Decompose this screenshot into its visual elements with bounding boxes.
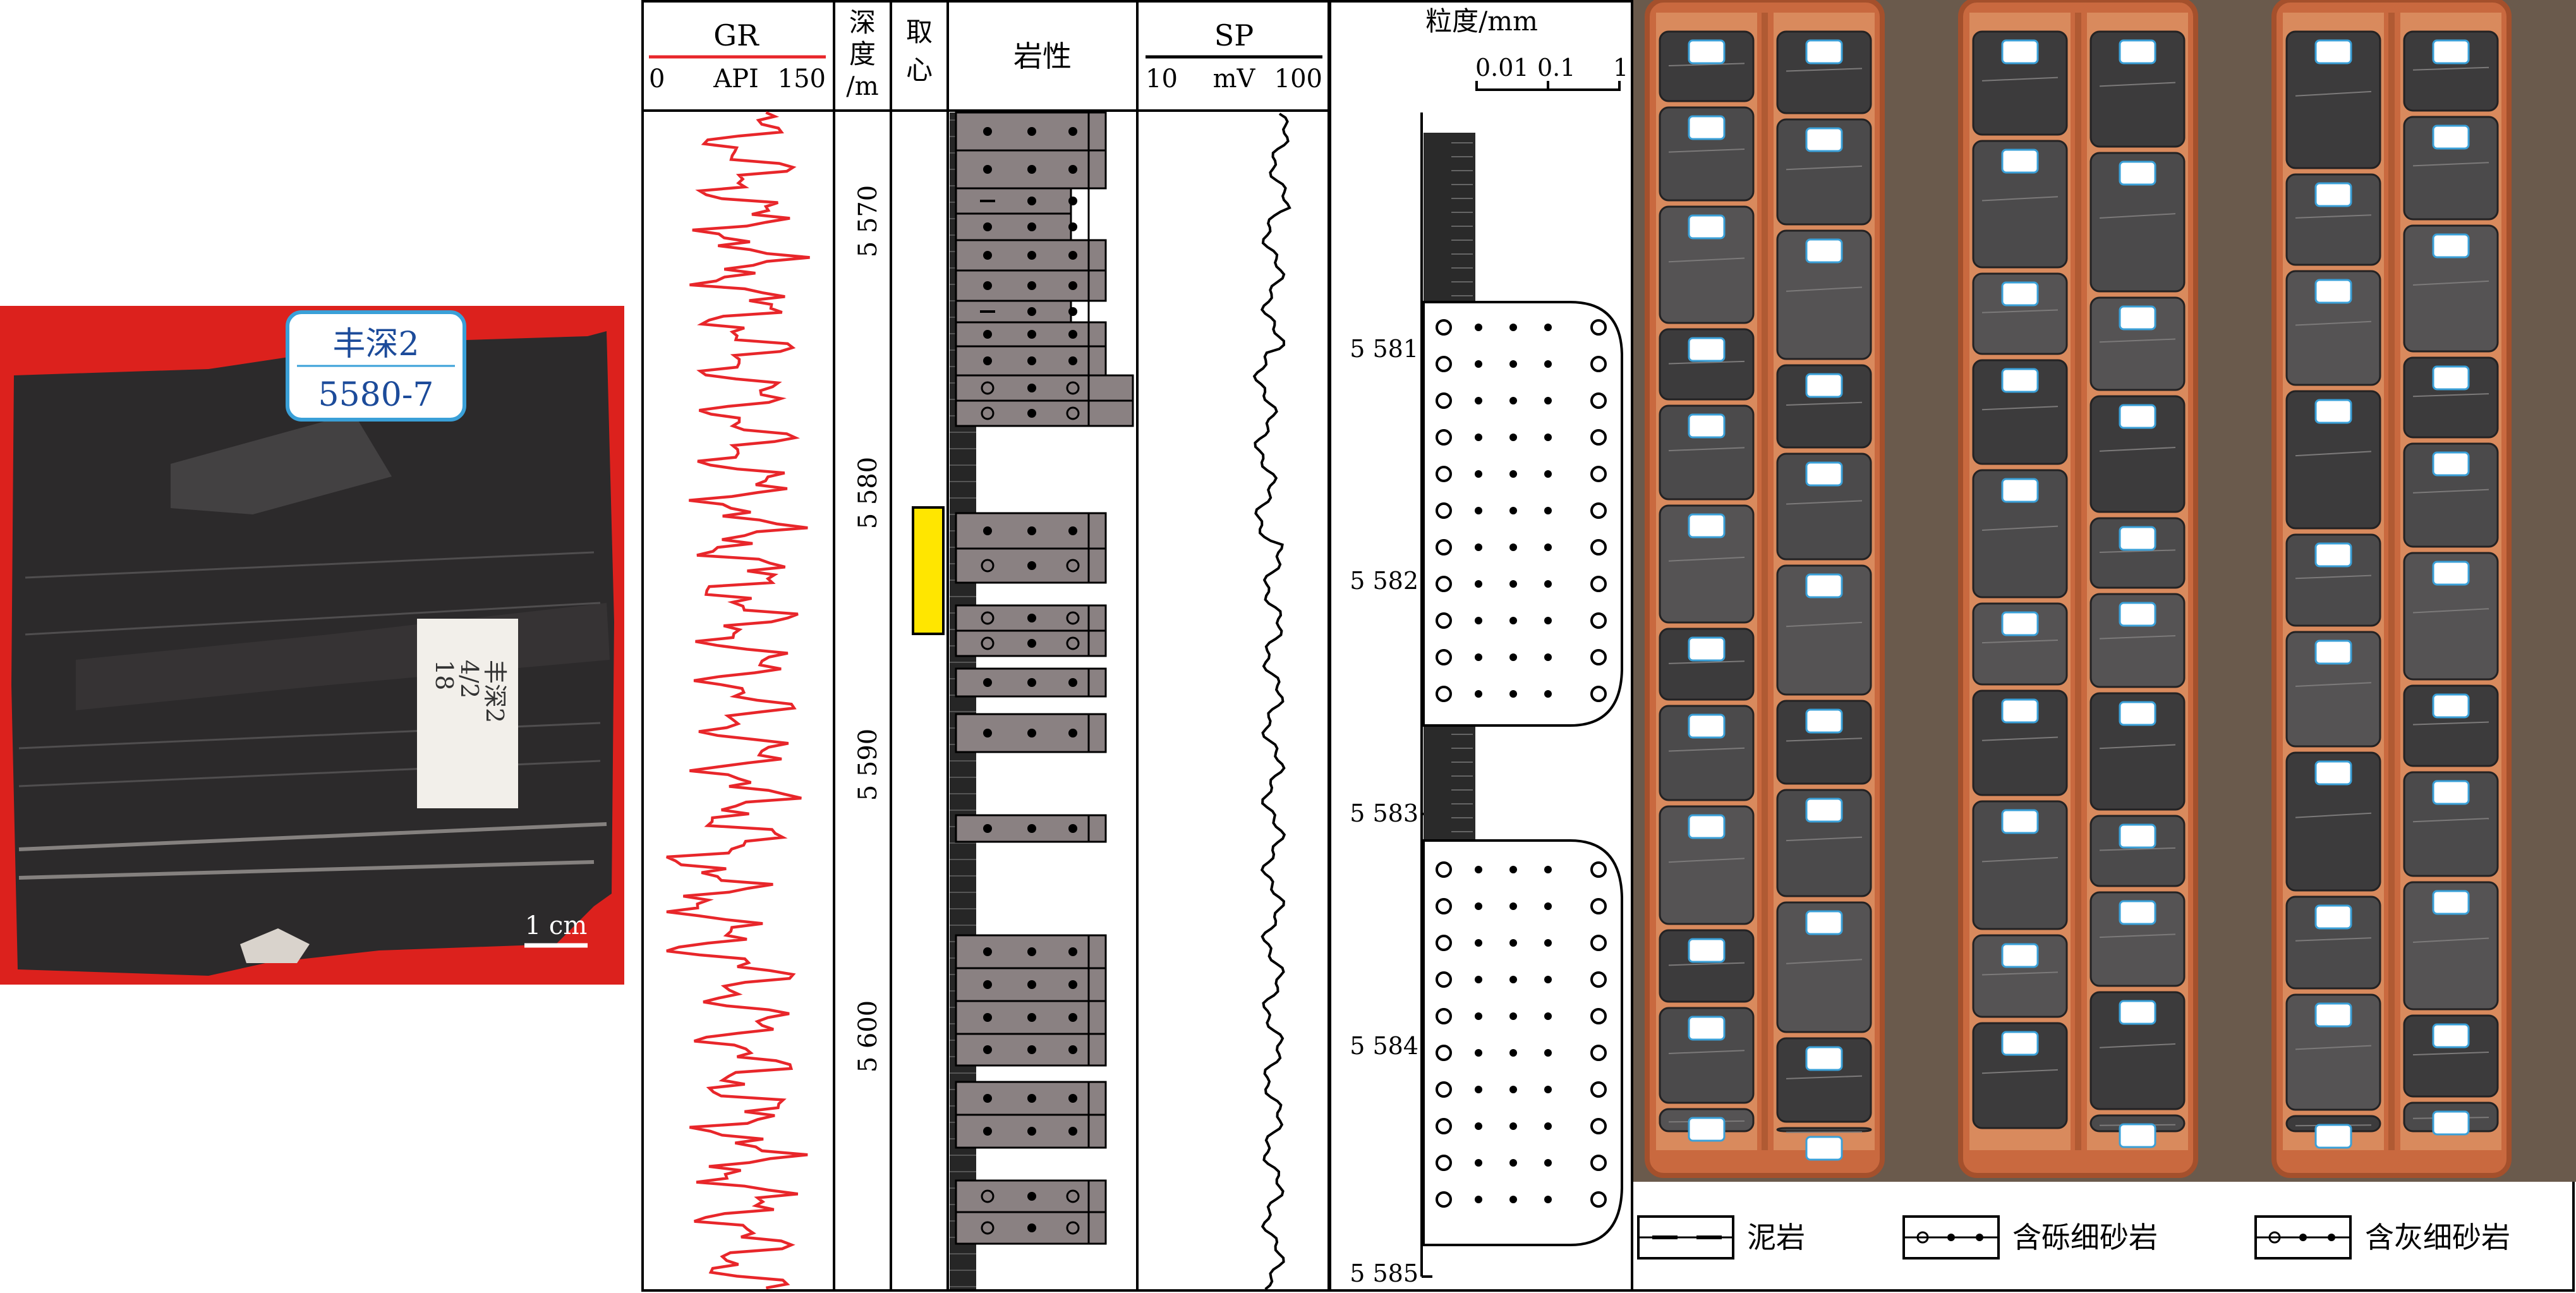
grain-size-panel: 粒度/mm 0.01 0.1 1 5 581 5 582 5 583 5 584…: [1330, 0, 1633, 1292]
grain-depth-5584: 5 584: [1350, 1032, 1418, 1060]
lith-bed: [955, 629, 1107, 657]
gr-max: 150: [778, 64, 826, 94]
paper-line3: 18: [430, 660, 458, 690]
sp-curve: [1252, 112, 1291, 1290]
sample-label: 丰深2 5580-7: [286, 310, 466, 422]
lith-bed: [955, 1081, 1107, 1116]
grain-depth-5585: 5 585: [1350, 1260, 1418, 1287]
lith-bed: [955, 149, 1107, 190]
sp-min: 10: [1146, 64, 1178, 94]
lith-bed: [955, 814, 1107, 843]
label-line1: 丰深2: [332, 325, 419, 363]
lith-bed: [955, 1211, 1107, 1245]
legend-label-calcareous-sandstone: 含灰细砂岩: [2365, 1220, 2510, 1254]
gr-min: 0: [649, 64, 665, 94]
depth-tick-5590: 5 590: [854, 729, 883, 801]
gr-unit: API: [713, 64, 759, 94]
lith-bed: [955, 374, 1134, 402]
grain-mud-1: [1424, 133, 1475, 302]
lith-bed: [955, 1033, 1107, 1067]
scale-label: 1 cm: [525, 911, 588, 940]
scale-bar: 1 cm: [524, 911, 588, 948]
lith-bed: [955, 934, 1107, 969]
depth-title-3: /m: [846, 72, 878, 101]
lith-bed: [955, 239, 1107, 272]
grain-scale-1: 1: [1613, 54, 1628, 82]
sp-title: SP: [1214, 18, 1254, 52]
lith-bed: [955, 604, 1107, 632]
lith-bed: [955, 547, 1107, 584]
core-interval-marker: [912, 506, 945, 635]
paper-tag: 丰深2 4/2 18: [417, 619, 518, 808]
depth-tick-5600: 5 600: [854, 1000, 883, 1073]
grain-scale-0.01: 0.01: [1475, 54, 1529, 82]
depth-title-2: 度: [849, 39, 876, 70]
legend: 泥岩 含砾细砂岩 含灰细砂岩: [1633, 1182, 2575, 1292]
core-sample-photo: 丰深2 5580-7 丰深2 4/2 18 1 cm: [0, 306, 624, 985]
paper-line1: 丰深2: [481, 660, 509, 723]
sp-max: 100: [1274, 64, 1322, 94]
lith-bed: [955, 1179, 1107, 1213]
core-title-2: 心: [906, 54, 933, 85]
gr-title: GR: [713, 18, 759, 52]
lith-bed: [955, 212, 1090, 241]
legend-item-pebbly-sandstone: 含砾细砂岩: [1902, 1215, 2158, 1260]
depth-tick-5570: 5 570: [854, 185, 883, 258]
lith-bed: [955, 269, 1107, 302]
lith-bed: [955, 967, 1107, 1002]
grain-mud-2: [1424, 725, 1475, 841]
lith-bed: [955, 1114, 1107, 1149]
grain-depth-5582: 5 582: [1350, 567, 1418, 595]
legend-label-pebbly-sandstone: 含砾细砂岩: [2012, 1220, 2158, 1254]
legend-label-mudstone: 泥岩: [1747, 1220, 1805, 1254]
lith-bed: [955, 111, 1107, 152]
lith-bed: [955, 1000, 1107, 1035]
grain-sand-body-2: [1422, 839, 1623, 1246]
lith-title: 岩性: [1013, 39, 1072, 73]
core-title-1: 取: [906, 16, 933, 47]
lith-bed: [955, 713, 1107, 753]
lith-bed: [955, 399, 1134, 427]
depth-title-1: 深: [849, 7, 876, 38]
legend-item-mudstone: 泥岩: [1637, 1215, 1805, 1260]
grain-title: 粒度/mm: [1425, 6, 1538, 37]
lith-bed: [955, 345, 1107, 377]
grain-depth-5581: 5 581: [1350, 335, 1418, 363]
lith-bed: [955, 187, 1090, 215]
grain-sand-body-1: [1422, 301, 1623, 727]
lith-bed: [955, 321, 1107, 348]
gr-curve: [666, 111, 810, 1290]
grain-depth-5583: 5 583: [1350, 799, 1418, 827]
grain-scale-0.1: 0.1: [1537, 54, 1575, 82]
legend-item-calcareous-sandstone: 含灰细砂岩: [2254, 1215, 2510, 1260]
sp-unit: mV: [1213, 64, 1256, 94]
paper-line2: 4/2: [456, 660, 483, 698]
lith-bed: [955, 667, 1107, 698]
label-line2: 5580-7: [318, 376, 434, 414]
lithology-column: [950, 111, 1134, 1289]
lith-bed: [955, 512, 1107, 550]
well-log-panel: GR 0 API 150 深 度 /m 取 心 岩性 SP 10 mV 100 …: [641, 0, 1330, 1292]
core-box-photo: [1633, 0, 2576, 1182]
depth-tick-5580: 5 580: [854, 457, 883, 530]
lith-bed: [955, 300, 1090, 324]
